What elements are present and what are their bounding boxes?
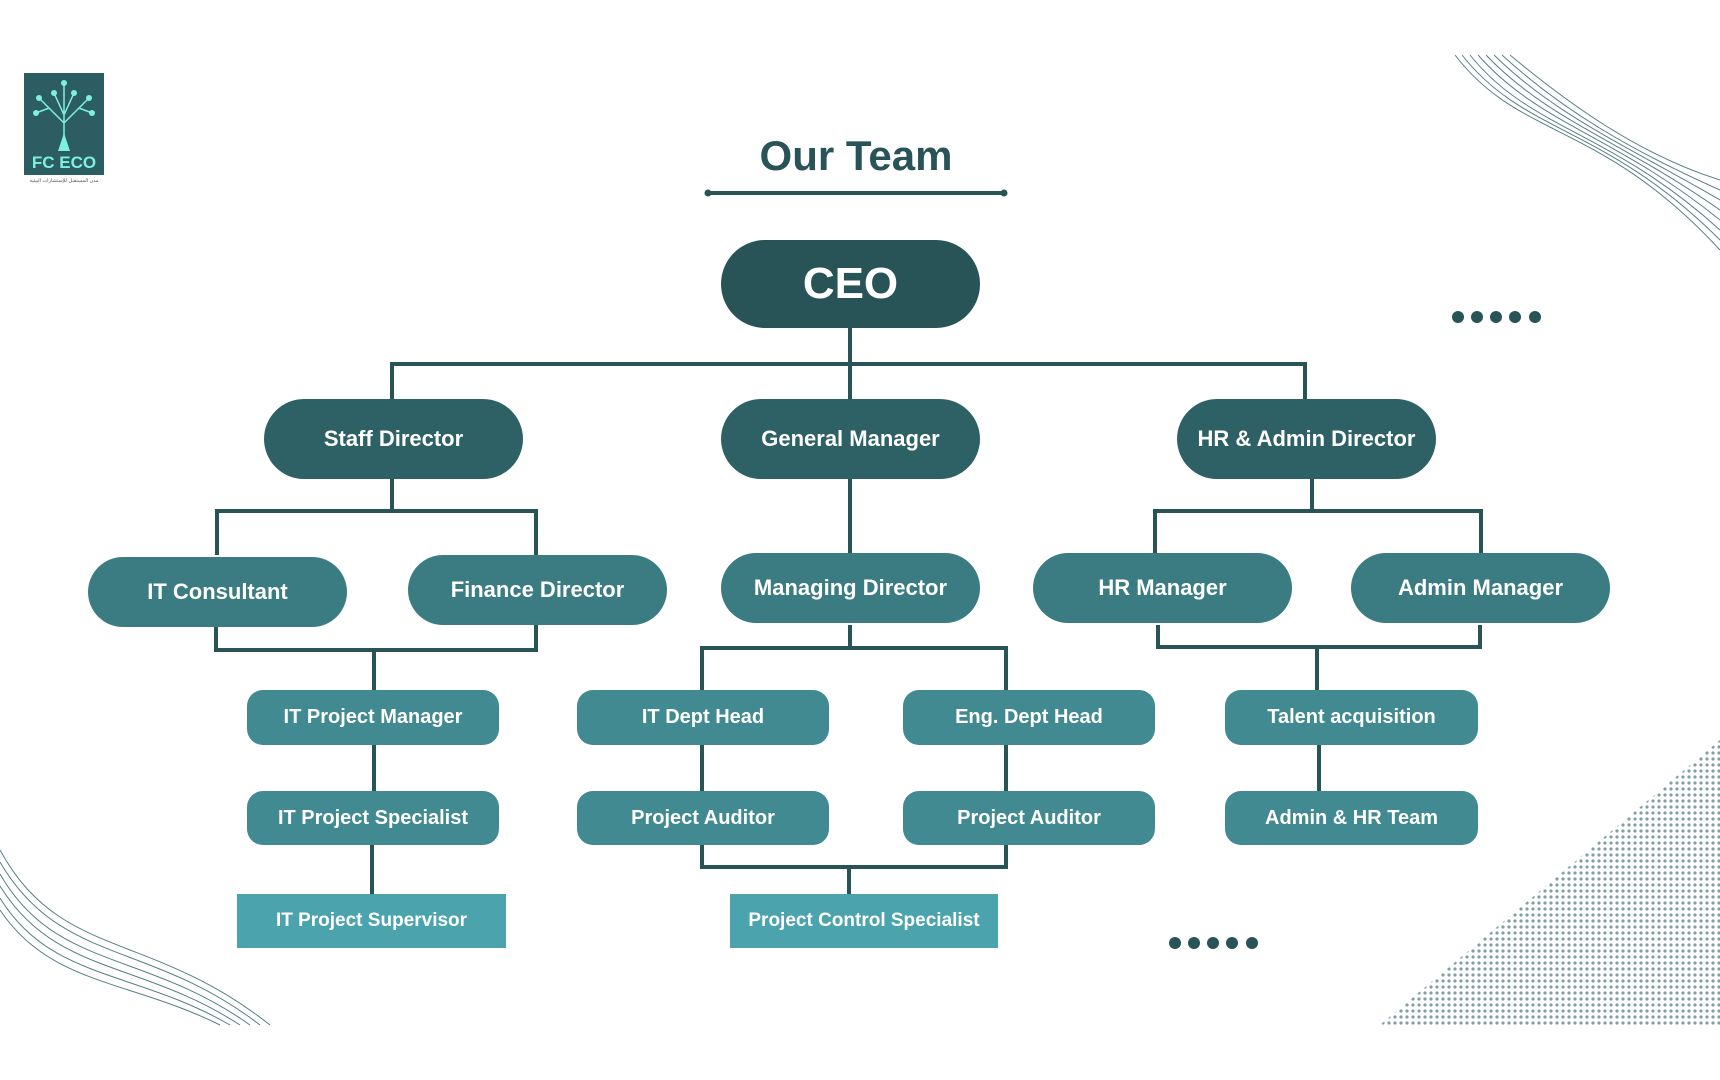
- node-it-dept-head: IT Dept Head: [577, 690, 829, 745]
- wave-decoration-bottom-left: [0, 849, 271, 1026]
- title-underline: [704, 189, 1008, 197]
- dots-decoration-top: [1452, 311, 1541, 323]
- node-it-project-supervisor: IT Project Supervisor: [237, 894, 506, 948]
- node-managing-director: Managing Director: [721, 553, 980, 623]
- node-it-project-manager: IT Project Manager: [247, 690, 499, 745]
- node-hr-admin-director: HR & Admin Director: [1177, 399, 1436, 479]
- company-logo: FC ECO: [24, 73, 104, 175]
- dots-decoration-bottom: [1169, 937, 1258, 949]
- node-hr-manager: HR Manager: [1033, 553, 1292, 623]
- node-project-auditor: Project Auditor: [577, 791, 829, 845]
- node-general-manager: General Manager: [721, 399, 980, 479]
- wave-decoration-top-right: [1454, 54, 1720, 251]
- node-project-auditor: Project Auditor: [903, 791, 1155, 845]
- logo-subtitle: مدن المستقبل للإستشارات البيئية: [29, 178, 99, 184]
- node-talent-acquisition: Talent acquisition: [1225, 690, 1478, 745]
- logo-text: FC ECO: [31, 153, 97, 172]
- node-admin-manager: Admin Manager: [1351, 553, 1610, 623]
- node-ceo: CEO: [721, 240, 980, 328]
- halftone-decoration: [1380, 740, 1720, 1025]
- node-finance-director: Finance Director: [408, 555, 667, 625]
- node-project-control-specialist: Project Control Specialist: [730, 894, 998, 948]
- connector-lines: [214, 328, 1483, 894]
- node-staff-director: Staff Director: [264, 399, 523, 479]
- node-eng-dept-head: Eng. Dept Head: [903, 690, 1155, 745]
- node-it-project-specialist: IT Project Specialist: [247, 791, 499, 845]
- tree-icon: [33, 80, 95, 151]
- node-it-consultant: IT Consultant: [88, 557, 347, 627]
- node-admin-hr-team: Admin & HR Team: [1225, 791, 1478, 845]
- page-title: Our Team: [759, 132, 953, 179]
